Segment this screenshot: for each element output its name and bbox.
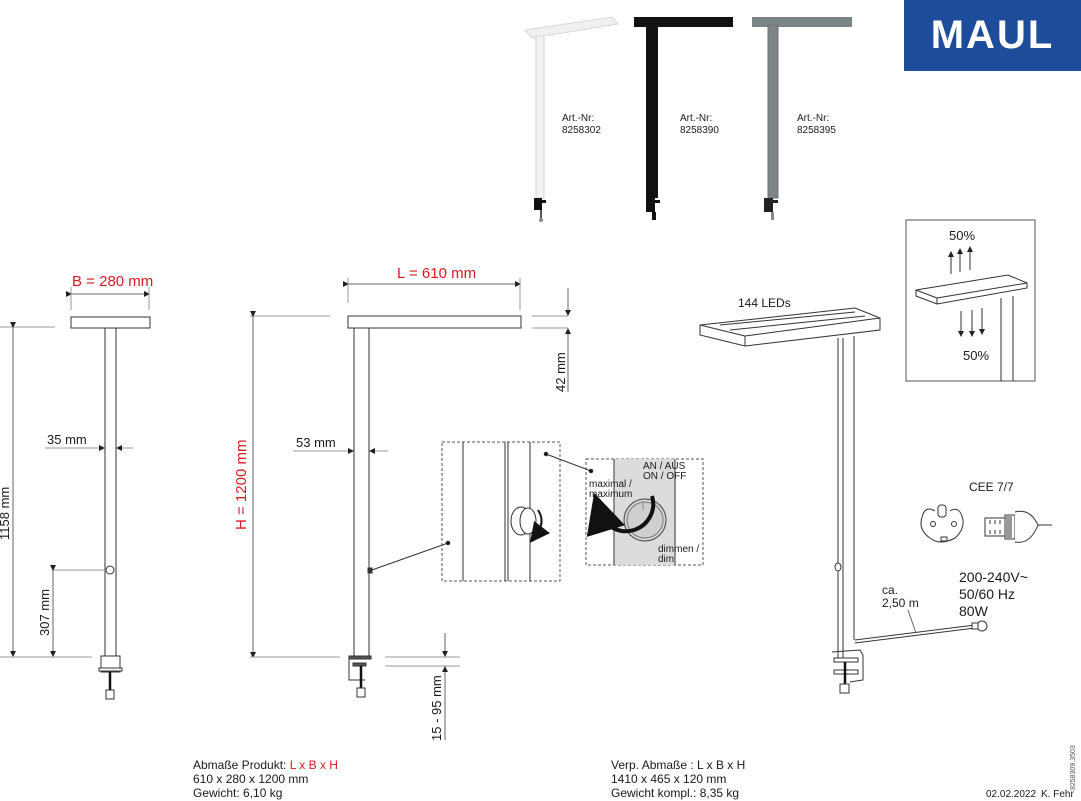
variant-3-art-number: 8258395: [797, 125, 836, 136]
product-dimensions: 610 x 280 x 1200 mm: [193, 772, 309, 786]
product-weight: Gewicht: 6,10 kg: [193, 786, 283, 800]
max-en-label: maximum: [589, 489, 633, 500]
logo-text: MAUL: [930, 13, 1055, 57]
variant-2-art-label: Art.-Nr:: [680, 113, 713, 124]
clamp-range-label: 15 - 95 mm: [429, 675, 444, 741]
power-label: 80W: [959, 603, 988, 619]
dim-en-label: dim: [658, 554, 675, 565]
cable-length-label: 2,50 m: [882, 596, 919, 610]
variant-2-art-number: 8258390: [680, 125, 719, 136]
front-view-drawing: [250, 278, 571, 740]
side-view-drawing: [0, 287, 151, 700]
side-switch-height-label: 307 mm: [37, 589, 52, 636]
side-width-label: B = 280 mm: [72, 273, 154, 290]
voltage-label: 200-240V~: [959, 569, 1028, 585]
footer-author: K. Fehr: [1041, 789, 1074, 800]
on-off-en-label: ON / OFF: [643, 471, 687, 482]
head-thickness-label: 42 mm: [553, 352, 568, 392]
variant-grey-lamp-image: [752, 17, 852, 220]
max-de-label: maximal /: [589, 479, 632, 490]
product-specs-title-text: Abmaße Produkt:: [193, 758, 290, 772]
front-length-label: L = 610 mm: [397, 265, 477, 282]
uplight-percent: 50%: [949, 228, 976, 243]
product-specs-title: Abmaße Produkt: L x B x H: [193, 759, 338, 772]
light-distribution-box: [905, 219, 1036, 382]
maul-logo: MAUL: [904, 0, 1081, 71]
footer-date: 02.02.2022: [986, 789, 1037, 800]
perspective-drawing: [699, 307, 988, 694]
switch-detail-box: [441, 441, 594, 582]
front-height-label: H = 1200 mm: [233, 439, 250, 530]
cable-label-ca: ca.: [882, 583, 899, 597]
product-specs-title-dims: L x B x H: [289, 758, 338, 772]
variant-3-art-label: Art.-Nr:: [797, 113, 830, 124]
dimmer-dial-detail: [585, 458, 704, 566]
package-weight: Gewicht kompl.: 8,35 kg: [611, 786, 740, 800]
variant-1-art-label: Art.-Nr:: [562, 113, 595, 124]
frequency-label: 50/60 Hz: [959, 586, 1016, 602]
on-off-de-label: AN / AUS: [643, 461, 686, 472]
package-specs-title: Verp. Abmaße : L x B x H: [611, 758, 746, 772]
plug-side-icon: [984, 510, 1052, 543]
front-pole-label: 53 mm: [296, 435, 336, 450]
plug-type-label: CEE 7/7: [969, 480, 1014, 494]
package-dimensions: 1410 x 465 x 120 mm: [611, 772, 727, 786]
variant-1-art-number: 8258302: [562, 125, 601, 136]
footer-doc-code: 8258309.3503: [1070, 745, 1077, 790]
side-pole-label: 35 mm: [47, 432, 87, 447]
downlight-percent: 50%: [963, 348, 990, 363]
socket-face-icon: [920, 504, 964, 543]
variant-black-lamp-image: [634, 17, 733, 220]
led-count-label: 144 LEDs: [738, 296, 791, 310]
variant-white-lamp-image: [524, 16, 619, 222]
side-height-label: 1158 mm: [0, 486, 12, 540]
dim-de-label: dimmen /: [658, 544, 700, 555]
